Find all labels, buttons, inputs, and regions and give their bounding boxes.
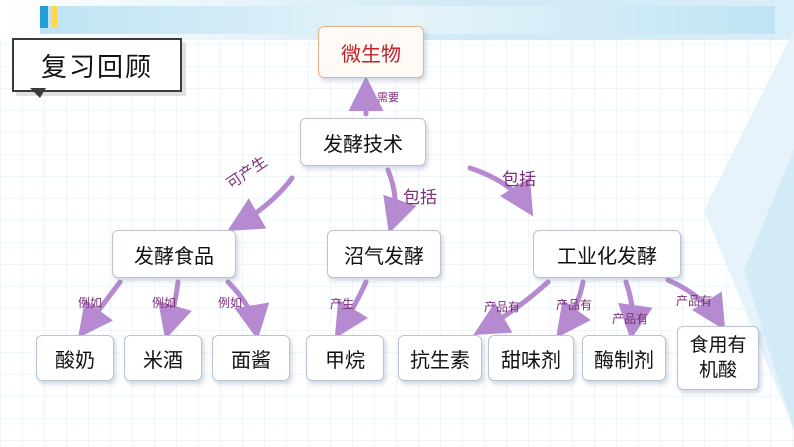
arrow-industry-to-sweetener: [556, 279, 591, 339]
header-accent-blue: [40, 6, 48, 28]
arrow-root-to-food: [227, 175, 295, 232]
node-antibiotic: 抗生素: [398, 335, 482, 381]
node-flour-paste: 面酱: [212, 335, 290, 381]
edge-label-need: 需要: [377, 91, 399, 104]
edge-label-include-1: 包括: [403, 188, 437, 208]
arrow-industry-to-antibiotic: [473, 279, 551, 336]
arrow-food-to-yogurt: [78, 279, 123, 338]
node-enzyme: 酶制剂: [582, 335, 666, 381]
arrow-root-to-industry: [467, 165, 534, 217]
arrow-industry-to-enzyme: [618, 279, 653, 340]
edge-label-products-4: 产品有: [676, 294, 713, 308]
arrow-industry-to-acid: [665, 277, 726, 331]
edge-label-produce: 产生: [330, 297, 355, 311]
node-methane: 甲烷: [306, 335, 384, 381]
edge-label-example-2: 例如: [152, 296, 177, 310]
node-fermentation-tech: 发酵技术: [300, 118, 426, 166]
node-industrial-fermentation: 工业化发酵: [533, 230, 681, 278]
arrow-food-to-ricewine: [158, 279, 192, 340]
edge-label-example-1: 例如: [78, 296, 103, 310]
node-sweetener: 甜味剂: [488, 335, 574, 381]
arrow-root-to-biogas: [383, 167, 417, 234]
page-title: 复习回顾: [12, 38, 182, 92]
node-rice-wine: 米酒: [124, 335, 202, 381]
title-callout-tail: [30, 88, 46, 98]
edge-label-products-1: 产品有: [484, 300, 521, 314]
node-microorganism: 微生物: [318, 26, 424, 78]
edge-label-example-3: 例如: [218, 296, 243, 310]
arrow-food-to-flourpaste: [225, 279, 270, 340]
node-fermented-food: 发酵食品: [112, 230, 236, 278]
node-yogurt: 酸奶: [36, 335, 114, 381]
edge-label-include-2: 包括: [502, 170, 536, 190]
node-biogas-fermentation: 沼气发酵: [327, 230, 441, 278]
header-accent-yellow: [52, 6, 57, 28]
edge-label-products-2: 产品有: [556, 298, 593, 312]
node-organic-acid: 食用有 机酸: [677, 326, 759, 390]
arrow-biogas-to-methane: [334, 279, 369, 339]
edge-label-products-3: 产品有: [612, 312, 649, 326]
